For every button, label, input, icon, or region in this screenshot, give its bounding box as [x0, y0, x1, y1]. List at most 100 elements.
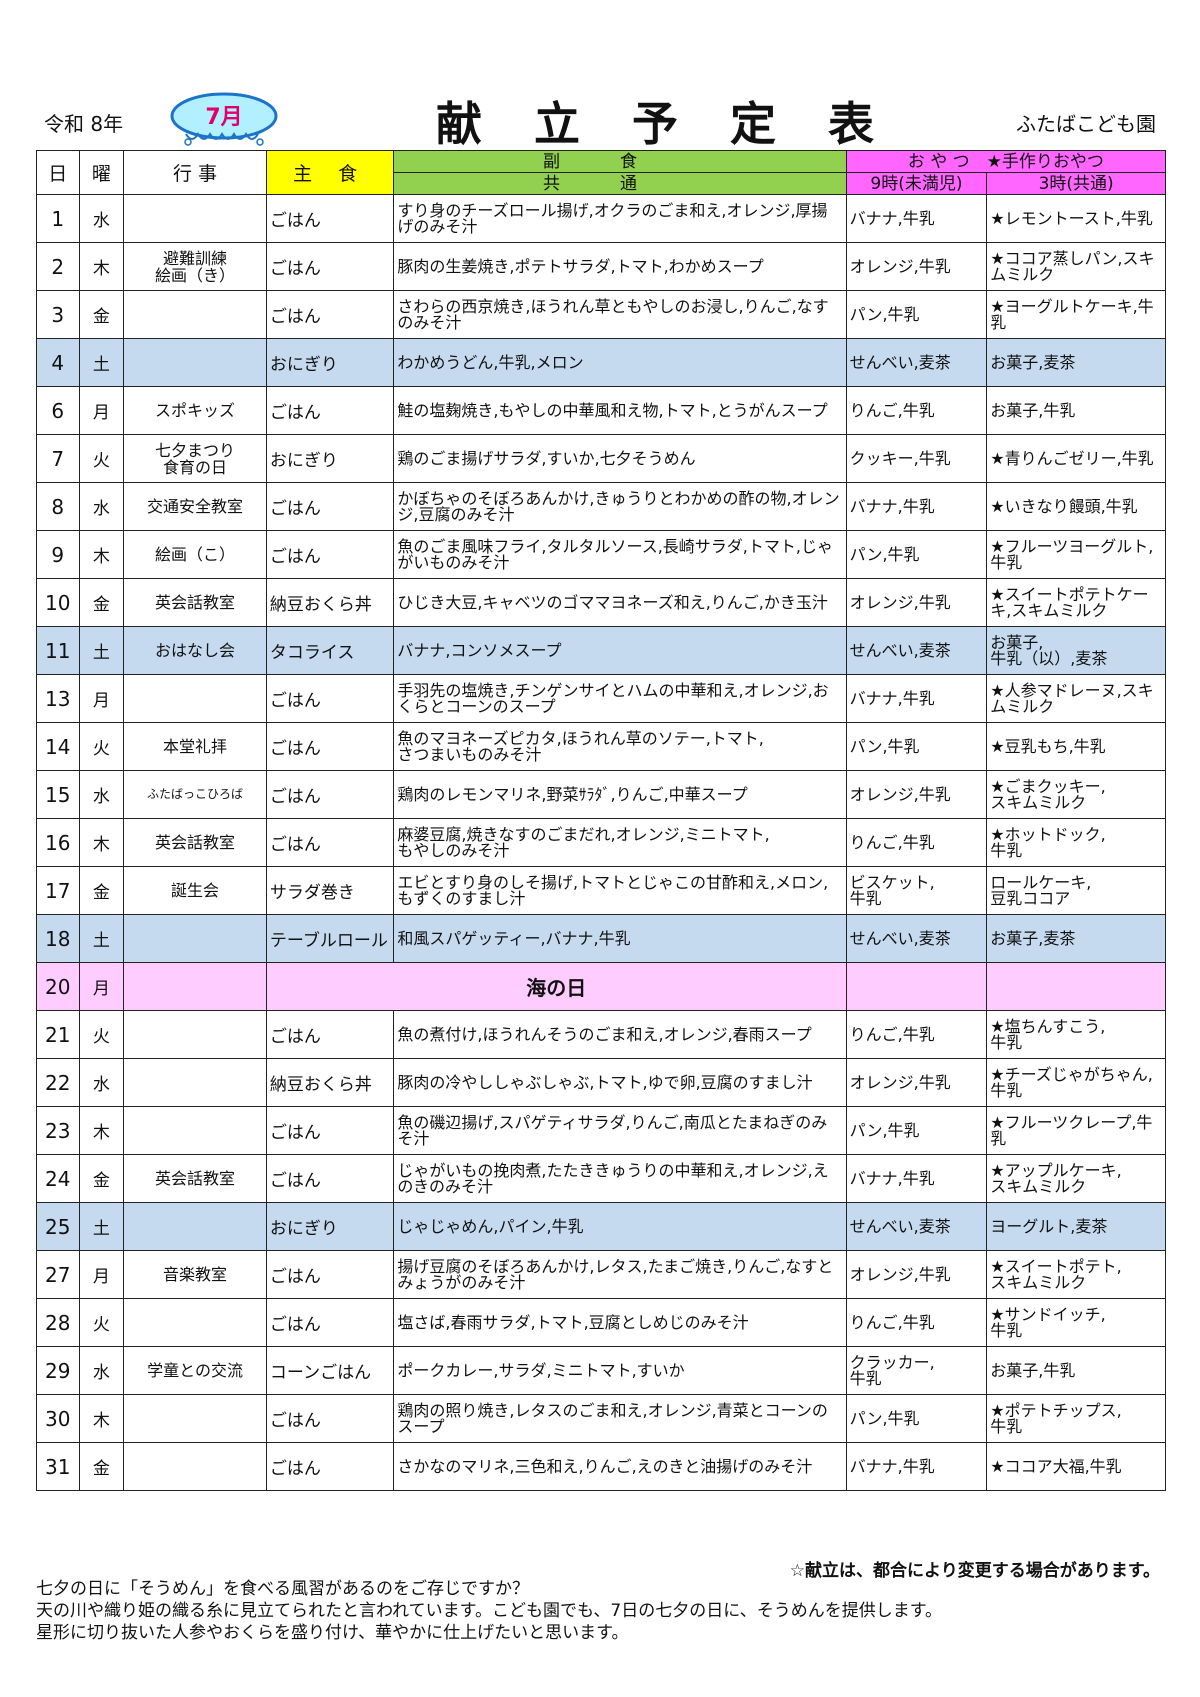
day-number: 11 [36, 626, 80, 675]
month-badge-label: 7月 [205, 105, 242, 130]
snack-pm: ★ココア大福,牛乳 [986, 1442, 1166, 1491]
snack-am: りんご,牛乳 [845, 386, 988, 435]
day-number: 30 [36, 1394, 80, 1443]
staple-food: ごはん [265, 722, 395, 771]
event [123, 338, 267, 387]
staple-food: コーンごはん [265, 1346, 395, 1395]
month-badge: 7月 [164, 86, 284, 150]
snack-pm: ★フルーツヨーグルト,牛乳 [986, 530, 1166, 579]
event: ふたばっこひろば [123, 770, 267, 819]
snack-am: せんべい,麦茶 [845, 338, 988, 387]
event [123, 1202, 267, 1251]
snack-am: バナナ,牛乳 [845, 674, 988, 723]
event: 絵画（こ） [123, 530, 267, 579]
snack-am: バナナ,牛乳 [845, 194, 988, 243]
day-number: 28 [36, 1298, 80, 1347]
side-dishes: 魚のマヨネーズピカタ,ほうれん草のソテー,トマト,さつまいものみそ汁 [393, 722, 847, 771]
snack-pm: ★青りんごゼリー,牛乳 [986, 434, 1166, 483]
event [123, 1298, 267, 1347]
event: 英会話教室 [123, 1154, 267, 1203]
snack-am: パン,牛乳 [845, 1106, 988, 1155]
snack-am: りんご,牛乳 [845, 1010, 988, 1059]
staple-food: テーブルロール [265, 914, 395, 963]
event: 避難訓練絵画（き） [123, 242, 267, 291]
side-dishes: 鶏肉の照り焼き,レタスのごま和え,オレンジ,青菜とコーンのスープ [393, 1394, 847, 1443]
weekday: 火 [78, 1298, 125, 1347]
snack-pm: ★フルーツクレープ,牛乳 [986, 1106, 1166, 1155]
snack-pm: ★ココア蒸しパン,スキムミルク [986, 242, 1166, 291]
day-number: 18 [36, 914, 80, 963]
snack-pm: お菓子,牛乳 [986, 386, 1166, 435]
event [123, 1106, 267, 1155]
header-snack-pm: 3時(共通) [986, 172, 1166, 195]
snack-am: パン,牛乳 [845, 722, 988, 771]
side-dishes: 手羽先の塩焼き,チンゲンサイとハムの中華和え,オレンジ,おくらとコーンのスープ [393, 674, 847, 723]
weekday: 金 [78, 578, 125, 627]
tanabata-note: 七夕の日に「そうめん」を食べる風習があるのをご存じですか？ 天の川や織り姫の織る… [36, 1578, 1176, 1644]
snack-am: オレンジ,牛乳 [845, 1058, 988, 1107]
side-dishes: かぼちゃのそぼろあんかけ,きゅうりとわかめの酢の物,オレンジ,豆腐のみそ汁 [393, 482, 847, 531]
note-line: 天の川や織り姫の織る糸に見立てられたと言われています。こども園でも、7日の七夕の… [36, 1601, 943, 1621]
weekday: 月 [78, 962, 125, 1011]
weekday: 水 [78, 1346, 125, 1395]
snack-pm: ★塩ちんすこう,牛乳 [986, 1010, 1166, 1059]
event: 誕生会 [123, 866, 267, 915]
jellyfish-icon: 7月 [170, 92, 278, 146]
snack-pm: ★ヨーグルトケーキ,牛乳 [986, 290, 1166, 339]
side-dishes: 鶏のごま揚げサラダ,すいか,七夕そうめん [393, 434, 847, 483]
snack-pm: ★いきなり饅頭,牛乳 [986, 482, 1166, 531]
header-side: 副食 [393, 150, 847, 173]
snack-am: せんべい,麦茶 [845, 626, 988, 675]
day-number: 9 [36, 530, 80, 579]
day-number: 16 [36, 818, 80, 867]
change-notice: ☆献立は、都合により変更する場合があります。 [789, 1561, 1160, 1581]
weekday: 水 [78, 194, 125, 243]
snack-pm: ★ごまクッキー,スキムミルク [986, 770, 1166, 819]
staple-food: おにぎり [265, 434, 395, 483]
staple-food: ごはん [265, 1154, 395, 1203]
day-number: 24 [36, 1154, 80, 1203]
header-snack: お や つ ★手作りおやつ [845, 150, 1167, 173]
event [123, 914, 267, 963]
header-weekday: 曜 [78, 150, 125, 195]
staple-food: ごはん [265, 1250, 395, 1299]
snack-am: オレンジ,牛乳 [845, 1250, 988, 1299]
weekday: 木 [78, 530, 125, 579]
snack-am: ビスケット,牛乳 [845, 866, 988, 915]
weekday: 金 [78, 1442, 125, 1491]
page-header: 令和 8年 7月 献立予定表 ふたばこども園 [36, 80, 1166, 151]
header-side-common: 共通 [393, 172, 847, 195]
event: スポキッズ [123, 386, 267, 435]
snack-pm: お菓子,牛乳（以）,麦茶 [986, 626, 1166, 675]
note-line: 七夕の日に「そうめん」を食べる風習があるのをご存じですか？ [36, 1579, 529, 1599]
snack-am: バナナ,牛乳 [845, 482, 988, 531]
side-dishes: 魚の煮付け,ほうれんそうのごま和え,オレンジ,春雨スープ [393, 1010, 847, 1059]
snack-pm: お菓子,牛乳 [986, 1346, 1166, 1395]
side-dishes: ひじき大豆,キャベツのゴママヨネーズ和え,りんご,かき玉汁 [393, 578, 847, 627]
day-number: 23 [36, 1106, 80, 1155]
staple-food: ごはん [265, 674, 395, 723]
snack-pm: ★サンドイッチ,牛乳 [986, 1298, 1166, 1347]
staple-food: ごはん [265, 1106, 395, 1155]
snack-pm: お菓子,麦茶 [986, 338, 1166, 387]
menu-table: 日 曜 行 事 主 食 副食 お や つ ★手作りおやつ 共通 9時(未満児) … [36, 150, 1167, 1491]
event: 交通安全教室 [123, 482, 267, 531]
day-number: 25 [36, 1202, 80, 1251]
day-number: 17 [36, 866, 80, 915]
school-name: ふたばこども園 [1016, 112, 1156, 136]
snack-am: パン,牛乳 [845, 290, 988, 339]
snack-am: りんご,牛乳 [845, 818, 988, 867]
staple-food: ごはん [265, 386, 395, 435]
snack-am [845, 962, 988, 1011]
